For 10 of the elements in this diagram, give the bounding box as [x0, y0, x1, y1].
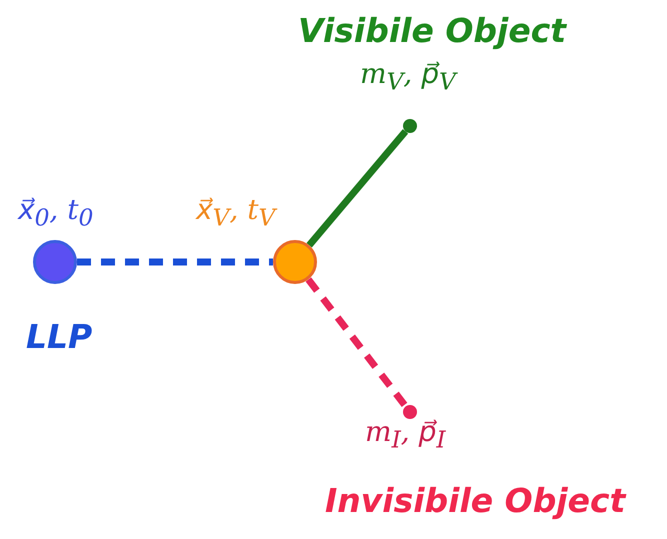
- object-title: Invisibile Object: [325, 484, 626, 517]
- momentum-label: m$_{I}$, p⃗$_{I}$: [365, 418, 446, 452]
- dashed-line: [306, 277, 409, 409]
- dashed-line: [77, 258, 273, 266]
- coordinate-label: x⃗$_{0}$, t$_{0}$: [18, 196, 94, 230]
- coordinate-label: x⃗$_{V}$, t$_{V}$: [196, 196, 276, 230]
- particle-label: LLP: [26, 320, 92, 353]
- track-line: [306, 129, 408, 248]
- object-title: Visibile Object: [298, 14, 566, 47]
- momentum-label: m$_{V}$, p⃗$_{V}$: [360, 60, 456, 94]
